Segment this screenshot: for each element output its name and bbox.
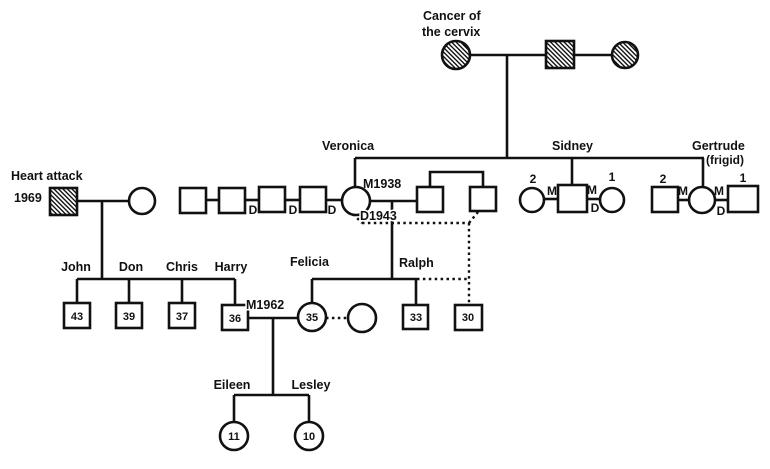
john-square (62, 301, 92, 330)
heart-attack-grandmother-circle (127, 186, 157, 216)
cancer-label-line2: the cervix (422, 25, 480, 39)
chris-age-label: 37 (176, 311, 188, 323)
relationship-lines (75, 53, 728, 422)
gertrude-husband2-square (650, 185, 680, 214)
veronica-ex-husband3-square (257, 185, 287, 214)
sidney-wife1-circle (598, 186, 626, 214)
harry-name-label: Harry (215, 260, 248, 274)
marriage-1938-label: M1938 (363, 177, 401, 191)
harry-square (220, 303, 250, 332)
bracket-line-brothers (428, 170, 485, 187)
don-age-label: 39 (123, 311, 135, 323)
heart-attack-label: Heart attack (11, 169, 83, 183)
sidney-square (556, 183, 589, 214)
veronica-circle (340, 185, 372, 217)
heart-attack-year-label: 1969 (14, 191, 42, 205)
gertrude-note-label: (frigid) (706, 153, 744, 167)
don-square (114, 301, 144, 330)
veronica-name-label: Veronica (322, 139, 375, 153)
divorce-mark-ex3: D (289, 203, 298, 217)
divorce-mark-ex4: D (328, 203, 337, 217)
gertrude-circle (687, 185, 717, 215)
gertrude-husband1-order-label: 1 (740, 171, 747, 185)
veronica-husband-square (415, 185, 445, 214)
eileen-circle (218, 420, 250, 452)
cancer-label-line1: Cancer of (423, 9, 481, 23)
gertrude-husband2-married-mark: M (678, 184, 688, 198)
veronica-ex-husband2-square (217, 186, 247, 215)
gertrude-husband1-married-mark: M (714, 184, 724, 198)
grandfather-square (544, 39, 576, 70)
gertrude-husband2-order-label: 2 (660, 172, 667, 186)
veronica-ex-husband1-square (178, 186, 208, 215)
grandfather-second-wife-circle (610, 40, 640, 70)
eileen-name-label: Eileen (214, 378, 251, 392)
sidney-wife1-divorced-mark: D (591, 201, 600, 215)
divorce-1943-label: D1943 (360, 209, 397, 223)
harry-age-label: 36 (229, 313, 241, 325)
sidney-wife1-married-mark: M (587, 183, 597, 197)
affair-line-brother-diagonal (468, 211, 479, 224)
lesley-name-label: Lesley (292, 378, 331, 392)
divorce-mark-ex2: D (249, 203, 258, 217)
heart-attack-grandfather-square (48, 186, 79, 217)
sidney-wife1-order-label: 1 (609, 170, 616, 184)
lesley-age-label: 10 (303, 431, 315, 443)
marriage-1962-label: M1962 (246, 298, 284, 312)
chris-square (167, 301, 197, 330)
grandmother-cancer-circle (440, 39, 472, 71)
chris-name-label: Chris (166, 260, 198, 274)
felicia-circle (296, 301, 328, 333)
ralph-square (401, 303, 430, 331)
ralph-partner-circle (346, 302, 378, 334)
gertrude-husband1-square (726, 184, 760, 214)
john-name-label: John (61, 260, 91, 274)
gertrude-name-label: Gertrude (692, 139, 745, 153)
don-name-label: Don (119, 260, 143, 274)
sidney-wife2-circle (518, 186, 546, 214)
lesley-circle (293, 420, 325, 452)
half-sibling-age-label: 30 (462, 312, 474, 324)
ralph-name-label: Ralph (399, 256, 434, 270)
sidney-wife2-married-mark: M (547, 184, 557, 198)
eileen-age-label: 11 (228, 431, 240, 443)
gertrude-husband1-divorced-mark: D (717, 204, 726, 218)
felicia-age-label: 35 (306, 312, 318, 324)
sidney-name-label: Sidney (552, 139, 593, 153)
veronica-ex-husband4-square (298, 185, 328, 214)
sidney-wife2-order-label: 2 (530, 172, 537, 186)
half-sibling-square (453, 303, 484, 332)
john-age-label: 43 (71, 311, 83, 323)
ralph-age-label: 33 (410, 312, 422, 324)
felicia-name-label: Felicia (290, 255, 330, 269)
husband-brother-square (468, 185, 498, 213)
